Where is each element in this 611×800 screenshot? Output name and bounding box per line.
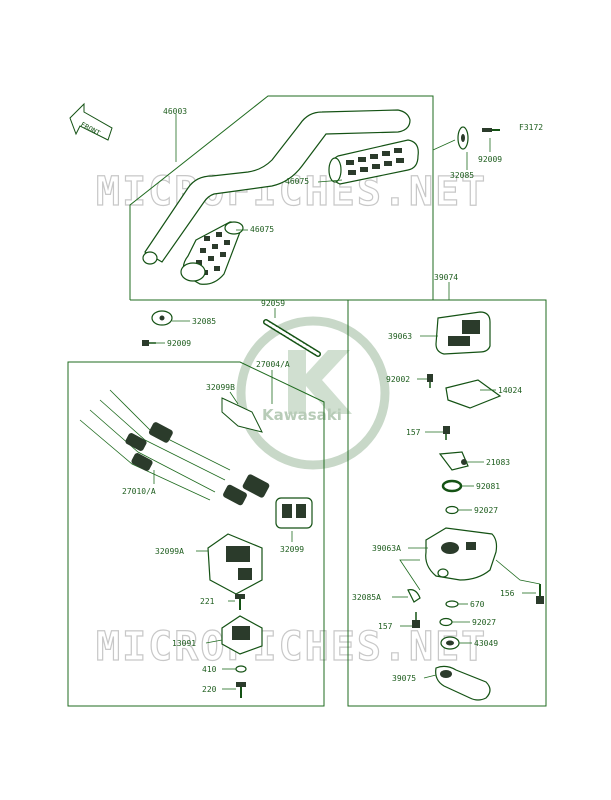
screw-right-icon [482, 128, 500, 132]
washer-92027a-icon [445, 505, 459, 515]
label-27010: 27010/A [122, 487, 156, 496]
cap-32085a [407, 589, 421, 603]
front-arrow-icon: FRONT [69, 102, 113, 141]
label-92081: 92081 [476, 482, 500, 491]
label-27004: 27004/A [256, 360, 290, 369]
end-cap-left [151, 310, 173, 326]
wire-harness-27010 [79, 389, 270, 506]
left-switch-box [67, 361, 325, 707]
label-410: 410 [202, 665, 217, 674]
grip-left-46075 [180, 221, 244, 285]
label-32085-left: 32085 [192, 317, 216, 326]
label-46075-left: 46075 [250, 225, 274, 234]
screw-left-icon [142, 340, 156, 346]
o-ring-670-icon [445, 600, 459, 608]
label-92059: 92059 [261, 299, 285, 308]
label-13091: 13091 [172, 639, 196, 648]
label-92002: 92002 [386, 375, 410, 384]
label-39063: 39063 [388, 332, 412, 341]
figure-code: F3172 [519, 123, 543, 132]
screw-156-icon [536, 584, 544, 604]
bracket-32099b [221, 397, 263, 433]
label-43049: 43049 [474, 639, 498, 648]
label-92027-upper: 92027 [474, 506, 498, 515]
label-39075: 39075 [392, 674, 416, 683]
label-221: 221 [200, 597, 215, 606]
label-32099b: 32099B [206, 383, 235, 392]
label-39063a: 39063A [372, 544, 401, 553]
label-14024: 14024 [498, 386, 522, 395]
screw-92002-icon [427, 374, 433, 388]
label-157-upper: 157 [406, 428, 421, 437]
label-46075-right: 46075 [285, 177, 309, 186]
label-39074: 39074 [434, 273, 458, 282]
label-92009-right: 92009 [478, 155, 502, 164]
throttle-case-39063a [425, 527, 498, 581]
handlebar-group-box [129, 95, 434, 300]
screw-221-icon [235, 594, 245, 610]
watermark-bottom: MICROFICHES.NET [96, 624, 487, 670]
label-220: 220 [202, 685, 217, 694]
label-670: 670 [470, 600, 485, 609]
washer-92027b-icon [439, 617, 453, 627]
part-43049 [440, 636, 460, 650]
label-92027-lower: 92027 [472, 618, 496, 627]
end-cap-right [457, 126, 469, 150]
cable-92059 [263, 319, 321, 357]
washer-410-icon [235, 665, 247, 673]
spring-92081-icon [441, 479, 463, 493]
cover-13091 [221, 615, 263, 655]
throttle-cover-39063 [435, 311, 491, 355]
throttle-group-box [347, 299, 547, 707]
switch-housing-32099a [207, 533, 263, 595]
screw-157a-icon [443, 426, 450, 440]
handlebar-46003 [142, 109, 411, 265]
label-21083: 21083 [486, 458, 510, 467]
thumb-lever-39075 [435, 665, 491, 701]
label-92009-left: 92009 [167, 339, 191, 348]
leader-lines [153, 114, 541, 690]
kawasaki-logo: Kawasaki [236, 316, 390, 470]
label-157-lower: 157 [378, 622, 393, 631]
lever-21083 [438, 451, 469, 471]
grip-right-46075 [328, 139, 419, 185]
label-32099: 32099 [280, 545, 304, 554]
label-32085a: 32085A [352, 593, 381, 602]
screw-157b-icon [412, 612, 420, 628]
clamp-32099 [275, 497, 313, 529]
svg-text:Kawasaki: Kawasaki [262, 406, 342, 424]
screw-220-icon [236, 682, 246, 698]
label-32085-right: 32085 [450, 171, 474, 180]
label-46003: 46003 [163, 107, 187, 116]
plate-14024 [445, 379, 502, 409]
label-32099a: 32099A [155, 547, 184, 556]
label-156: 156 [500, 589, 515, 598]
